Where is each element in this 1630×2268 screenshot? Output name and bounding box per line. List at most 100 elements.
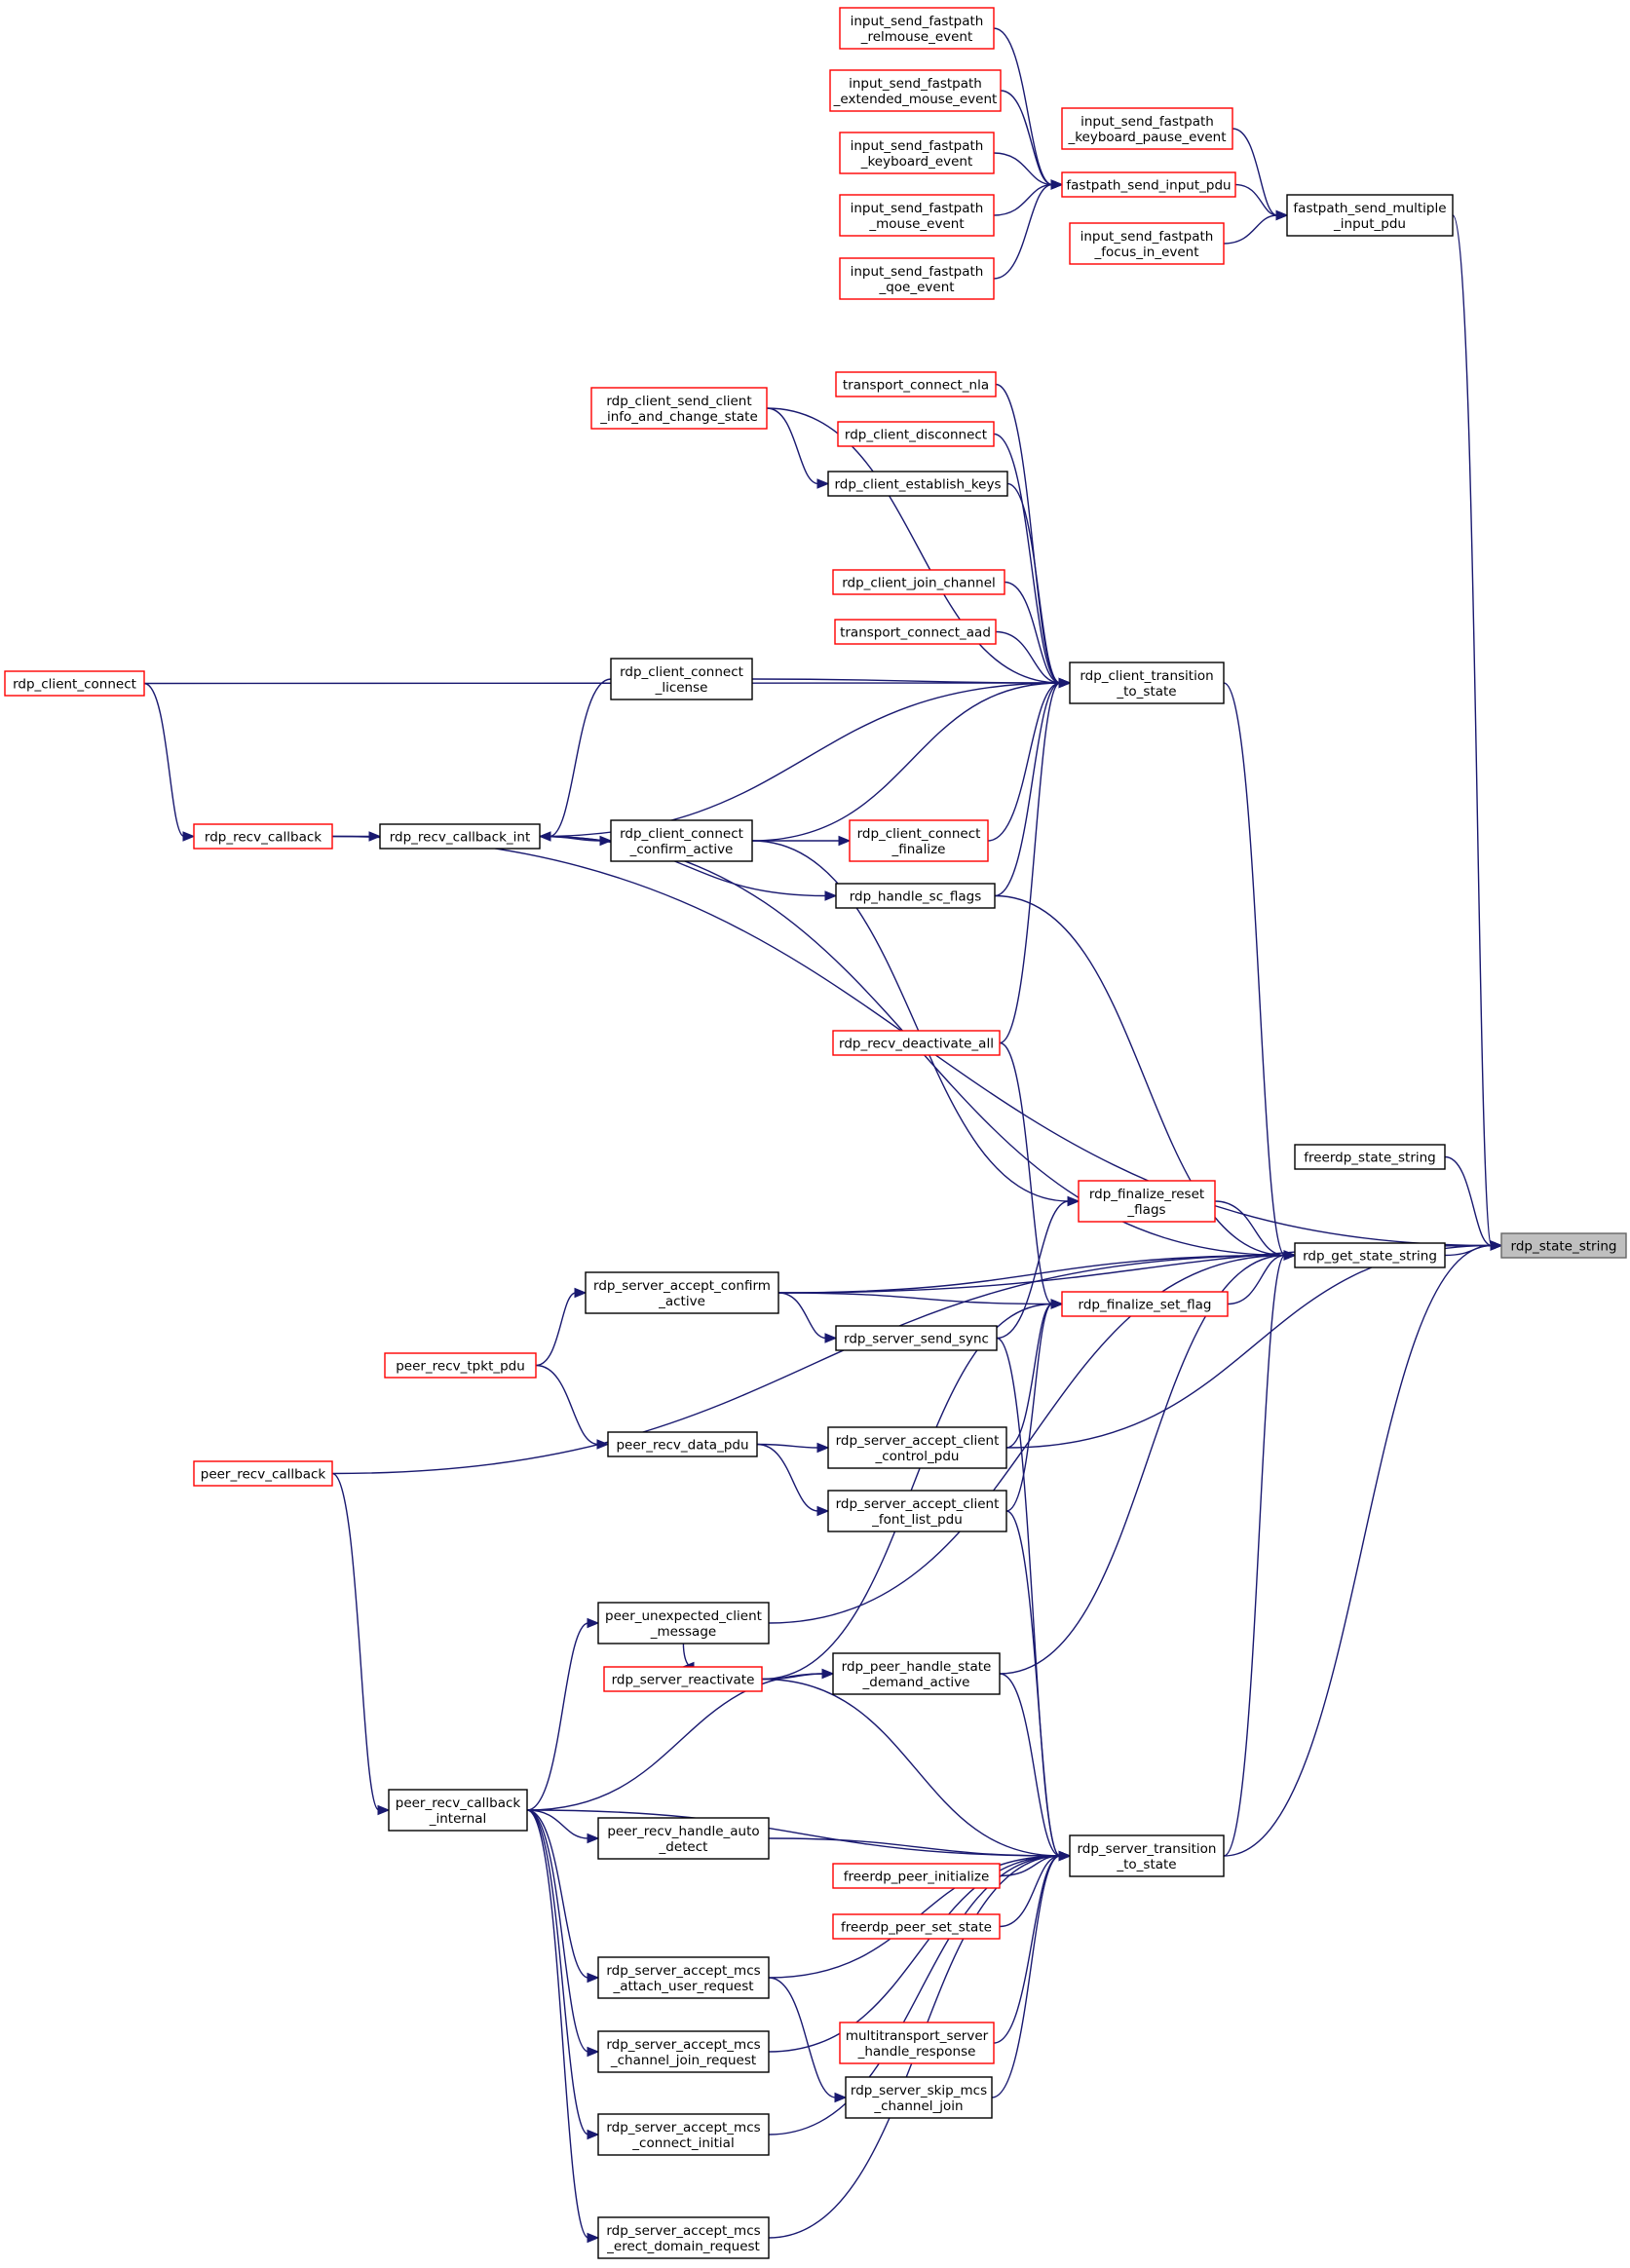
node-label: _focus_in_event — [1093, 245, 1198, 260]
node-input-send-fastpath-qoe-event[interactable]: input_send_fastpath_qoe_event — [839, 257, 995, 300]
edge-peer_recv_tpkt_pdu-calls-rdp_server_accept_confirm_active — [535, 1287, 588, 1367]
node-label: fastpath_send_input_pdu — [1066, 178, 1231, 194]
edge-rdp_client_connect_license-calls-rdp_recv_callback_int — [538, 678, 612, 842]
node-label: rdp_finalize_reset — [1089, 1187, 1204, 1202]
arrowhead — [1050, 1299, 1064, 1309]
node-freerdp-peer-initialize[interactable]: freerdp_peer_initialize — [832, 1863, 1001, 1889]
node-input-send-fastpath-extended-mouse-event[interactable]: input_send_fastpath_extended_mouse_event — [829, 69, 1002, 112]
node-label: _active — [658, 1294, 705, 1309]
node-label: _confirm_active — [629, 842, 734, 857]
node-rdp-recv-callback[interactable]: rdp_recv_callback — [193, 823, 333, 850]
edge-peer_recv_callback_internal-calls-peer_recv_handle_auto_detect — [526, 1809, 600, 1844]
node-box — [1294, 1144, 1446, 1170]
node-rdp-finalize-reset-flags[interactable]: rdp_finalize_reset_flags — [1078, 1180, 1216, 1223]
node-freerdp-state-string[interactable]: freerdp_state_string — [1294, 1144, 1446, 1170]
node-label: rdp_handle_sc_flags — [850, 889, 982, 905]
node-fastpath-send-multiple-input-pdu[interactable]: fastpath_send_multiple_input_pdu — [1286, 194, 1454, 237]
node-rdp-client-connect-finalize[interactable]: rdp_client_connect_finalize — [849, 819, 989, 862]
node-box — [597, 2216, 770, 2259]
node-rdp-server-accept-mcs-channel-join-request[interactable]: rdp_server_accept_mcs_channel_join_reque… — [597, 2030, 770, 2073]
node-label: _control_pdu — [875, 1449, 960, 1464]
node-label: rdp_client_connect — [857, 826, 981, 842]
node-fastpath-send-input-pdu[interactable]: fastpath_send_input_pdu — [1061, 171, 1236, 198]
node-box — [1294, 1242, 1446, 1268]
node-rdp-server-skip-mcs-channel-join[interactable]: rdp_server_skip_mcs_channel_join — [845, 2076, 993, 2119]
node-box — [1069, 662, 1225, 704]
node-rdp-client-connect[interactable]: rdp_client_connect — [4, 670, 145, 697]
node-label: _to_state — [1116, 684, 1176, 699]
node-peer-recv-tpkt-pdu[interactable]: peer_recv_tpkt_pdu — [384, 1352, 537, 1379]
node-rdp-handle-sc-flags[interactable]: rdp_handle_sc_flags — [835, 883, 996, 909]
node-rdp-server-reactivate[interactable]: rdp_server_reactivate — [603, 1666, 763, 1692]
node-rdp-peer-handle-state-demand-active[interactable]: rdp_peer_handle_state_demand_active — [832, 1652, 1001, 1695]
node-box — [835, 883, 996, 909]
node-input-send-fastpath-keyboard-event[interactable]: input_send_fastpath_keyboard_event — [839, 132, 995, 174]
edge-rdp_client_send_client_info_and_change_state-calls-rdp_client_establish_keys — [766, 407, 830, 489]
node-rdp-server-accept-mcs-attach-user-request[interactable]: rdp_server_accept_mcs_attach_user_reques… — [597, 1956, 770, 1999]
edge-peer_recv_callback_internal-calls-rdp_peer_handle_state_demand_active — [526, 1668, 835, 1811]
node-label: input_send_fastpath — [851, 138, 984, 154]
node-rdp-recv-deactivate-all[interactable]: rdp_recv_deactivate_all — [832, 1030, 1001, 1056]
arrowhead — [838, 835, 852, 847]
node-box — [610, 819, 753, 862]
node-rdp-state-string[interactable]: rdp_state_string — [1500, 1232, 1627, 1259]
node-label: peer_recv_callback — [396, 1796, 521, 1811]
node-box — [839, 7, 995, 50]
node-peer-unexpected-client-message[interactable]: peer_unexpected_client_message — [597, 1602, 770, 1644]
node-box — [590, 387, 768, 430]
node-rdp-client-establish-keys[interactable]: rdp_client_establish_keys — [827, 471, 1008, 497]
node-rdp-client-transition-to-state[interactable]: rdp_client_transition_to_state — [1069, 662, 1225, 704]
edge-rdp_client_connect_finalize-calls-rdp_client_transition_to_state — [987, 677, 1072, 842]
node-transport-connect-nla[interactable]: transport_connect_nla — [835, 371, 997, 397]
node-box — [837, 421, 995, 447]
node-rdp-client-join-channel[interactable]: rdp_client_join_channel — [832, 569, 1005, 595]
node-rdp-server-transition-to-state[interactable]: rdp_server_transition_to_state — [1069, 1834, 1225, 1877]
edge-fastpath_send_multiple_input_pdu-calls-rdp_state_string — [1452, 214, 1503, 1251]
edge-input_send_fastpath_qoe_event-calls-fastpath_send_input_pdu — [993, 179, 1064, 280]
arrowhead — [834, 2092, 848, 2103]
node-peer-recv-callback[interactable]: peer_recv_callback — [193, 1460, 333, 1487]
node-rdp-client-connect-confirm-active[interactable]: rdp_client_connect_confirm_active — [610, 819, 753, 862]
arrowhead — [1283, 1250, 1297, 1261]
node-rdp-server-accept-client-font-list-pdu[interactable]: rdp_server_accept_client_font_list_pdu — [827, 1490, 1007, 1532]
node-rdp-server-accept-mcs-connect-initial[interactable]: rdp_server_accept_mcs_connect_initial — [597, 2113, 770, 2156]
edge-peer_recv_callback_internal-calls-rdp_server_accept_mcs_erect_domain_request — [526, 1809, 600, 2244]
edge-rdp_client_establish_keys-calls-rdp_client_transition_to_state — [1006, 482, 1072, 689]
node-label: _font_list_pdu — [871, 1512, 963, 1528]
node-input-send-fastpath-keyboard-pause-event[interactable]: input_send_fastpath_keyboard_pause_event — [1061, 107, 1233, 150]
node-rdp-finalize-set-flag[interactable]: rdp_finalize_set_flag — [1061, 1291, 1229, 1317]
node-box — [832, 1913, 1001, 1940]
node-label: _connect_initial — [631, 2136, 734, 2151]
edge-rdp_server_transition_to_state-calls-rdp_state_string — [1223, 1240, 1503, 1857]
node-label: rdp_state_string — [1511, 1239, 1617, 1255]
arrowhead — [587, 2232, 600, 2244]
arrowhead — [824, 890, 838, 901]
node-rdp-server-accept-confirm-active[interactable]: rdp_server_accept_confirm_active — [585, 1271, 779, 1314]
node-rdp-server-accept-mcs-erect-domain-request[interactable]: rdp_server_accept_mcs_erect_domain_reque… — [597, 2216, 770, 2259]
node-label: rdp_get_state_string — [1303, 1249, 1437, 1265]
edge-rdp_server_reactivate-calls-rdp_finalize_set_flag — [761, 1299, 1064, 1681]
edge-transport_connect_nla-calls-rdp_client_transition_to_state — [995, 383, 1072, 689]
node-rdp-server-send-sync[interactable]: rdp_server_send_sync — [835, 1325, 998, 1351]
node-rdp-client-disconnect[interactable]: rdp_client_disconnect — [837, 421, 995, 447]
node-multitransport-server-handle-response[interactable]: multitransport_server_handle_response — [839, 2022, 995, 2064]
node-input-send-fastpath-relmouse-event[interactable]: input_send_fastpath_relmouse_event — [839, 7, 995, 50]
node-freerdp-peer-set-state[interactable]: freerdp_peer_set_state — [832, 1913, 1001, 1940]
node-transport-connect-aad[interactable]: transport_connect_aad — [834, 619, 997, 645]
node-input-send-fastpath-focus-in-event[interactable]: input_send_fastpath_focus_in_event — [1069, 222, 1225, 265]
node-peer-recv-data-pdu[interactable]: peer_recv_data_pdu — [607, 1431, 758, 1457]
node-label: _extended_mouse_event — [833, 92, 998, 107]
node-peer-recv-handle-auto-detect[interactable]: peer_recv_handle_auto_detect — [597, 1817, 770, 1860]
edge-peer_recv_handle_auto_detect-calls-rdp_server_transition_to_state — [768, 1837, 1072, 1862]
node-label: rdp_server_accept_mcs — [606, 2223, 760, 2239]
node-rdp-get-state-string[interactable]: rdp_get_state_string — [1294, 1242, 1446, 1268]
node-rdp-client-send-client-info-and-change-state[interactable]: rdp_client_send_client_info_and_change_s… — [590, 387, 768, 430]
edge-rdp_recv_deactivate_all-calls-rdp_client_transition_to_state — [999, 677, 1072, 1044]
node-input-send-fastpath-mouse-event[interactable]: input_send_fastpath_mouse_event — [839, 194, 995, 237]
node-rdp-client-connect-license[interactable]: rdp_client_connect_license — [610, 658, 753, 700]
node-peer-recv-callback-internal[interactable]: peer_recv_callback_internal — [388, 1789, 528, 1832]
node-label: peer_recv_data_pdu — [616, 1438, 748, 1454]
node-label: rdp_recv_callback — [205, 830, 322, 846]
node-rdp-recv-callback-int[interactable]: rdp_recv_callback_int — [379, 823, 541, 850]
node-rdp-server-accept-client-control-pdu[interactable]: rdp_server_accept_client_control_pdu — [827, 1426, 1007, 1469]
